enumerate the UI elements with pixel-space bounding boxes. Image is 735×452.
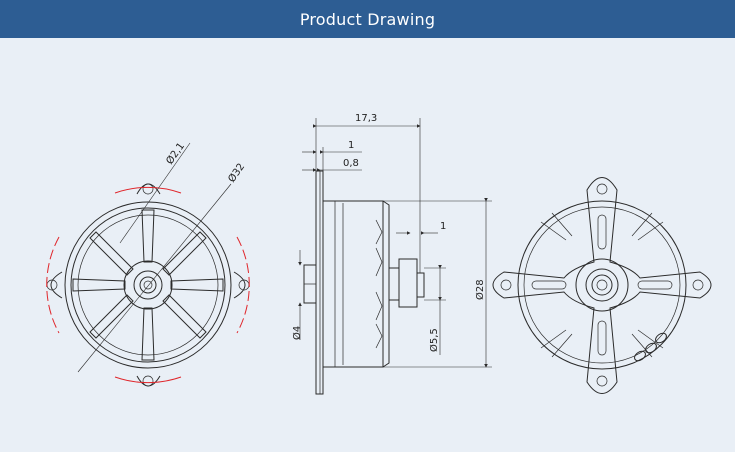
dim-body-dia: Ø28 <box>474 279 486 300</box>
drawing-area: Ø2,1 Ø32 <box>0 38 735 452</box>
page-title: Product Drawing <box>299 9 436 29</box>
dim-plate-1: 1 <box>348 140 354 151</box>
dim-adapter-dia: Ø5,5 <box>428 328 440 352</box>
dim-prop-step: 1 <box>440 221 446 232</box>
dim-length-total: 17,3 <box>355 113 377 124</box>
rear-view <box>492 177 712 394</box>
side-view <box>298 118 492 395</box>
dim-shaft-dia: Ø4 <box>291 326 303 340</box>
front-view <box>46 142 250 387</box>
technical-drawing: Ø2,1 Ø32 <box>46 113 712 395</box>
dim-hole-dia: Ø2,1 <box>164 140 187 166</box>
mount-ears <box>46 183 250 387</box>
dim-mount-dia: Ø32 <box>226 161 248 185</box>
header-bar: Product Drawing <box>0 0 735 38</box>
spokes <box>72 209 224 361</box>
stator-lines <box>540 212 664 358</box>
mount-circle <box>46 186 250 384</box>
dim-plate-08: 0,8 <box>343 158 359 169</box>
